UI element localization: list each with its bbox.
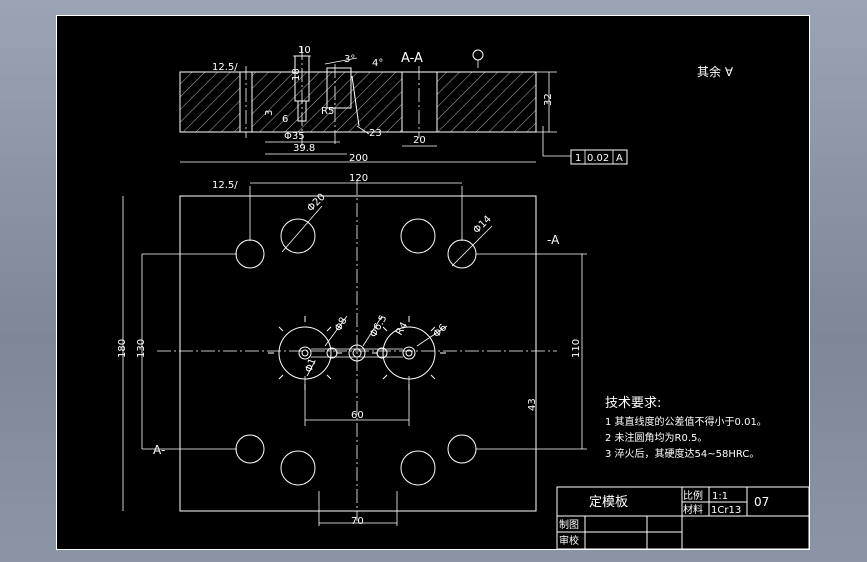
dim-130: 130 [136, 339, 147, 358]
svg-text:Φ6: Φ6 [431, 322, 449, 340]
svg-text:Φ20: Φ20 [305, 192, 327, 214]
dim-70: 70 [351, 516, 364, 527]
section-mark-right: -A [547, 233, 560, 247]
surface-note: 其余 ∀ [697, 64, 734, 79]
dim-39-8: 39.8 [293, 143, 315, 154]
part-name: 定模板 [589, 495, 628, 510]
svg-text:Φ8: Φ8 [333, 316, 350, 334]
svg-text:6: 6 [282, 114, 288, 125]
tech-title: 技术要求: [605, 396, 661, 411]
dim-phi35: Φ35 [284, 131, 305, 142]
svg-text:材料: 材料 [683, 503, 703, 516]
svg-text:比例: 比例 [683, 489, 703, 502]
svg-text:Φ14: Φ14 [471, 214, 493, 236]
svg-text:3: 3 [264, 110, 275, 116]
tech-item-1: 1 其直线度的公差值不得小于0.01。 [605, 415, 767, 428]
scale-value: 1:1 [712, 491, 728, 502]
hole [400, 218, 436, 254]
svg-text:Φ1: Φ1 [303, 357, 318, 374]
drawing-canvas: 10 18 3° 4° 6 3 R5 Φ35 39.8 23 20 200 32… [117, 45, 810, 550]
svg-text:18: 18 [291, 68, 302, 81]
hatch-left [180, 72, 240, 132]
hole [447, 434, 477, 464]
angle-4: 4° [372, 58, 383, 69]
tech-requirements: 技术要求: 1 其直线度的公差值不得小于0.01。 2 未注圆角均为R0.5。 … [605, 396, 767, 460]
svg-text:A: A [616, 153, 623, 164]
svg-text:Φ6.5: Φ6.5 [368, 313, 389, 339]
tech-item-3: 3 淬火后，其硬度达54~58HRC。 [605, 447, 759, 460]
dim-110: 110 [571, 339, 582, 358]
section-hole-2 [401, 71, 438, 133]
datum-a-symbol [472, 49, 484, 61]
dim-20: 20 [413, 135, 426, 146]
section-mark-left: A- [153, 443, 165, 457]
svg-text:审校: 审校 [559, 534, 579, 547]
svg-text:1: 1 [575, 153, 581, 164]
dim-120: 120 [349, 173, 368, 184]
section-label: A-A [401, 51, 423, 66]
title-block: 定模板 比例 1:1 材料 1Cr13 07 制图 审校 [556, 486, 810, 550]
dim-200: 200 [349, 153, 368, 164]
svg-text:23: 23 [369, 128, 382, 139]
dim-180: 180 [117, 339, 128, 358]
hole [235, 434, 265, 464]
plan-view: 120 Φ20 Φ14 180 130 110 60 70 Φ8 Φ6.5 R4… [117, 173, 587, 527]
material-value: 1Cr13 [711, 505, 741, 516]
tech-item-2: 2 未注圆角均为R0.5。 [605, 431, 707, 444]
roughness-mark: 12.5/ [212, 62, 238, 73]
drawing-code: 07 [754, 495, 769, 509]
section-view: 10 18 3° 4° 6 3 R5 Φ35 39.8 23 20 200 32… [179, 45, 734, 165]
dim-10: 10 [298, 45, 311, 56]
tolerance-frame [570, 149, 628, 165]
plate-outline [179, 195, 537, 512]
svg-text:制图: 制图 [559, 518, 579, 531]
svg-text:R5: R5 [321, 106, 334, 117]
hole [447, 239, 477, 269]
hole-phi20 [280, 218, 316, 254]
svg-text:R4: R4 [394, 320, 410, 337]
svg-text:0.02: 0.02 [587, 153, 609, 164]
sprue-center [348, 344, 366, 362]
svg-text:43: 43 [527, 398, 538, 411]
hole-phi14 [235, 239, 265, 269]
hatch-right [437, 72, 536, 132]
dim-32: 32 [543, 93, 554, 106]
hole [280, 450, 316, 486]
hole [400, 450, 436, 486]
dim-60: 60 [351, 410, 364, 421]
drawing-sheet: 10 18 3° 4° 6 3 R5 Φ35 39.8 23 20 200 32… [56, 15, 810, 550]
plan-roughness-mark: 12.5/ [212, 180, 238, 191]
